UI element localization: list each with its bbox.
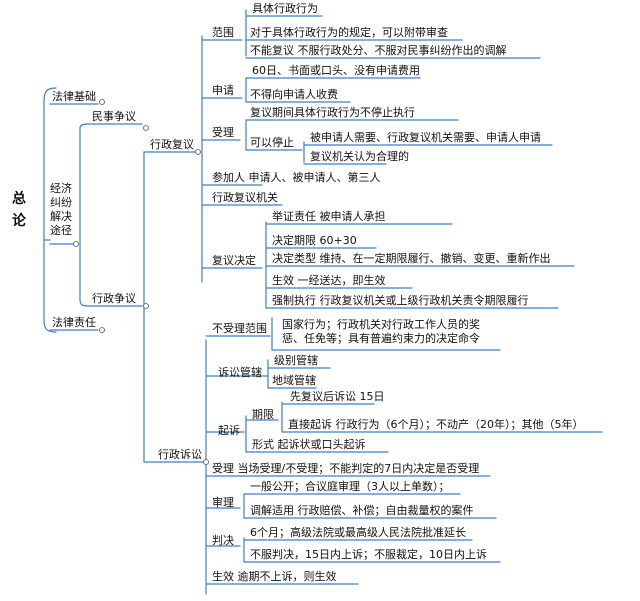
stop-item: 复议机关认为合理的 bbox=[310, 150, 409, 163]
decision-item: 生效 一经送达，即生效 bbox=[272, 274, 386, 287]
node-review-scope[interactable]: 范围 bbox=[212, 26, 234, 39]
root-connector bbox=[43, 87, 57, 333]
trial-item: 一般公开；合议庭审理（3人以上单数）； bbox=[250, 480, 450, 493]
jurisdiction-item: 级别管辖 bbox=[274, 354, 318, 367]
node-may-stop[interactable]: 可以停止 bbox=[250, 136, 294, 149]
node-admin-litigation[interactable]: 行政诉讼 bbox=[158, 448, 202, 461]
accept-item: 复议期间具体行政行为不停止执行 bbox=[250, 106, 415, 119]
apply-item: 60日、书面或口头、没有申请费用 bbox=[252, 64, 420, 77]
decision-item: 决定期限 60+30 bbox=[272, 234, 357, 247]
node-legal-liability[interactable]: 法律责任 bbox=[52, 316, 96, 329]
node-not-accepted[interactable]: 不受理范围 bbox=[212, 322, 267, 335]
node-trial[interactable]: 审理 bbox=[212, 496, 234, 509]
node-jurisdiction[interactable]: 诉讼管辖 bbox=[218, 366, 262, 379]
node-review-accept[interactable]: 受理 bbox=[212, 126, 234, 139]
stop-item: 被申请人需要、行政复议机关需要、申请人申请 bbox=[310, 131, 541, 144]
node-sue-period[interactable]: 期限 bbox=[252, 408, 274, 421]
node-dispute-resolution[interactable]: 经济纠纷解决途径 bbox=[50, 182, 72, 237]
scope-item: 对于具体行政行为的规定，可以附带审查 bbox=[250, 26, 448, 39]
judgment-item: 不服判决，15日内上诉；不服裁定，10日内上诉 bbox=[250, 548, 487, 561]
jurisdiction-item: 地域管辖 bbox=[272, 374, 316, 387]
decision-item: 强制执行 行政复议机关或上级行政机关责令期限履行 bbox=[272, 294, 529, 307]
not-accepted-text: 国家行为；行政机关对行政工作人员的奖惩、任免等；具有普遍约束力的决定命令 bbox=[282, 318, 480, 345]
decision-item: 决定类型 维持、在一定期限履行、撤销、变更、重新作出 bbox=[272, 252, 551, 265]
node-judgment[interactable]: 判决 bbox=[212, 534, 234, 547]
apply-item: 不得向申请人收费 bbox=[250, 88, 338, 101]
node-review-organ[interactable]: 行政复议机关 bbox=[212, 191, 278, 204]
decision-item: 举证责任 被申请人承担 bbox=[272, 210, 386, 223]
node-review-apply[interactable]: 申请 bbox=[212, 84, 234, 97]
root-topic[interactable]: 总论 bbox=[12, 191, 27, 229]
sue-form: 形式 起诉状或口头起诉 bbox=[252, 438, 366, 451]
period-item: 直接起诉 行政行为（6个月）；不动产（20年）；其他（5年） bbox=[288, 418, 584, 431]
period-item: 先复议后诉讼 15日 bbox=[290, 390, 385, 403]
scope-item: 不能复议 不服行政处分、不服对民事纠纷作出的调解 bbox=[250, 44, 507, 57]
scope-item: 具体行政行为 bbox=[252, 2, 318, 15]
node-admin-review[interactable]: 行政复议 bbox=[150, 138, 194, 151]
judgment-item: 6个月；高级法院或最高级人民法院批准延长 bbox=[250, 526, 466, 539]
node-sue[interactable]: 起诉 bbox=[218, 424, 240, 437]
trial-item: 调解适用 行政赔偿、补偿；自由裁量权的案件 bbox=[250, 504, 474, 517]
node-lit-accept[interactable]: 受理 当场受理/不受理；不能判定的7日内决定是否受理 bbox=[212, 462, 480, 475]
node-review-decision[interactable]: 复议决定 bbox=[212, 254, 256, 267]
node-civil-dispute[interactable]: 民事争议 bbox=[92, 110, 136, 123]
node-effect[interactable]: 生效 逾期不上诉，则生效 bbox=[212, 570, 337, 583]
node-participants[interactable]: 参加人 申请人、被申请人、第三人 bbox=[212, 171, 381, 184]
node-legal-basis[interactable]: 法律基础 bbox=[52, 90, 96, 103]
collapse-marker bbox=[99, 99, 105, 105]
node-admin-dispute[interactable]: 行政争议 bbox=[92, 292, 136, 305]
